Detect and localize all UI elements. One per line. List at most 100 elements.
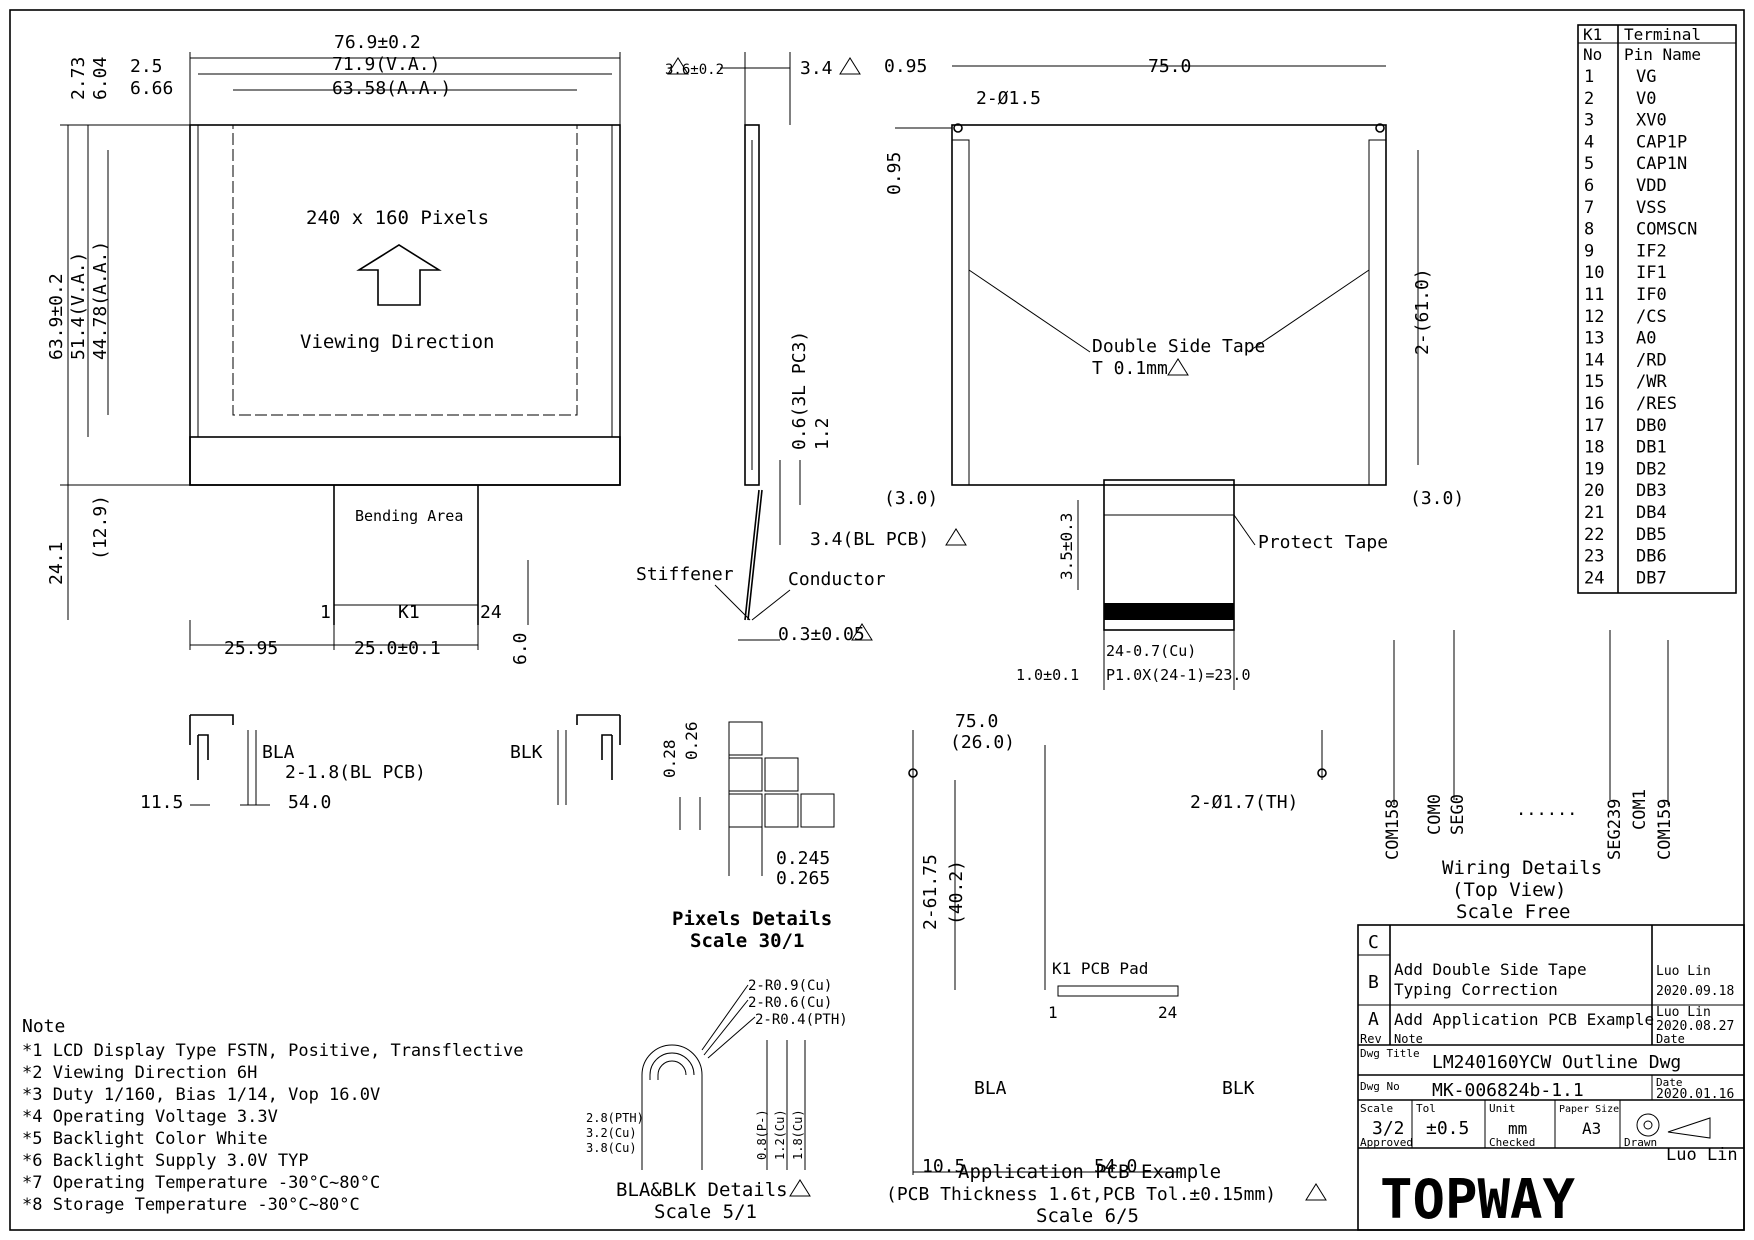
sheet-border <box>9 9 1745 1231</box>
wiring-title: Wiring Details <box>1442 857 1602 879</box>
pin-number: 10 <box>1584 263 1604 283</box>
pin-number: 5 <box>1584 154 1594 174</box>
pin-number: 24 <box>1584 568 1604 588</box>
rev-b-date: 2020.09.18 <box>1656 984 1734 999</box>
note-items: *1 LCD Display Type FSTN, Positive, Tran… <box>22 1041 524 1215</box>
pin-number: 23 <box>1584 547 1604 567</box>
app-dim-hole: 2-Ø1.7(TH) <box>1190 792 1298 813</box>
dim-3-4-bl: 3.4(BL PCB) <box>810 529 929 550</box>
bla-blk-details-title: BLA&BLK Details <box>616 1179 788 1201</box>
unit-value: mm <box>1508 1119 1527 1138</box>
topway-logo: TOPWAY <box>1380 1168 1576 1231</box>
front-view: 76.9±0.2 71.9(V.A.) 63.58(A.A.) 2.5 6.66… <box>46 32 621 665</box>
pin-number: 3 <box>1584 111 1594 131</box>
back-outline <box>951 124 1387 486</box>
app-dim-54: 54.0 <box>1094 1156 1137 1177</box>
pin-name: IF0 <box>1636 285 1667 305</box>
side-view: 3.6±0.2 3.4 0.6(3L PC3) 1.2 3.4(BL PCB) … <box>636 52 967 645</box>
pin-name: /RD <box>1636 350 1667 370</box>
app-dim-26: (26.0) <box>950 732 1015 753</box>
pin-name: DB7 <box>1636 568 1667 588</box>
pin-number: 19 <box>1584 459 1604 479</box>
note-item: *6 Backlight Supply 3.0V TYP <box>22 1151 309 1171</box>
aa-outline <box>232 124 578 416</box>
rev-b-note2: Typing Correction <box>1394 980 1558 999</box>
front-width-outline: 76.9±0.2 <box>334 32 421 53</box>
dwg-no-label: Dwg No <box>1360 1080 1400 1093</box>
pin-name: /CS <box>1636 307 1667 327</box>
viewing-direction-label: Viewing Direction <box>300 331 494 353</box>
pin-name: DB3 <box>1636 481 1667 501</box>
pad-pin24: 24 <box>1158 1003 1177 1022</box>
pixels-label: 240 x 160 Pixels <box>306 207 489 229</box>
pin-name: DB4 <box>1636 503 1667 523</box>
pin-number: 13 <box>1584 329 1604 349</box>
dim-0-26: 0.26 <box>682 721 701 760</box>
rev-b-name: Luo Lin <box>1656 964 1711 979</box>
rev-c: C <box>1368 932 1379 953</box>
app-dim-10-5: 10.5 <box>922 1156 965 1177</box>
blk-label: BLK <box>510 742 543 763</box>
approved-label: Approved <box>1360 1136 1413 1149</box>
pin-number: 16 <box>1584 394 1604 414</box>
k1-pin1: 1 <box>320 602 331 623</box>
dim-12-9: (12.9) <box>90 495 111 560</box>
dim-6-66: 6.66 <box>130 78 173 99</box>
va-outline <box>197 124 613 438</box>
date-label: Date <box>1656 1032 1685 1046</box>
pin-name: DB0 <box>1636 416 1667 436</box>
dim-3-8-cu: 3.8(Cu) <box>586 1141 637 1155</box>
note-item: *5 Backlight Color White <box>22 1129 268 1149</box>
rev-a-note: Add Application PCB Example <box>1394 1010 1654 1029</box>
mount-hole-icon <box>953 123 963 133</box>
pin-number: 12 <box>1584 307 1604 327</box>
double-side-tape-label: Double Side Tape <box>1092 336 1265 357</box>
rev-b-mark-icon <box>945 528 967 546</box>
dim-3-4: 3.4 <box>800 58 833 79</box>
pin-name: XV0 <box>1636 111 1667 131</box>
dim-3-0-left: (3.0) <box>884 488 938 509</box>
rev-a-date: 2020.08.27 <box>1656 1019 1734 1034</box>
pin-name: CAP1N <box>1636 154 1687 174</box>
wiring-view: (Top View) <box>1452 879 1566 901</box>
dim-0-95-h: 0.95 <box>884 56 927 77</box>
pin-number: 6 <box>1584 176 1594 196</box>
side-body <box>744 124 760 486</box>
note-label: Note <box>1394 1032 1423 1046</box>
pin-name: DB5 <box>1636 525 1667 545</box>
pin-number: 22 <box>1584 525 1604 545</box>
dim-3-2-cu: 3.2(Cu) <box>586 1126 637 1140</box>
pin-name: IF2 <box>1636 241 1667 261</box>
backlight-views: BLA BLK 2-1.8(BL PCB) 11.5 54.0 <box>140 714 621 813</box>
note-item: *1 LCD Display Type FSTN, Positive, Tran… <box>22 1041 524 1061</box>
wiring-com159: COM159 <box>1655 799 1675 860</box>
dwg-title: LM240160YCW Outline Dwg <box>1432 1052 1681 1073</box>
dim-3-0-right: (3.0) <box>1410 488 1464 509</box>
dim-1-2: 1.2 <box>812 417 833 450</box>
pin-name: IF1 <box>1636 263 1667 283</box>
front-height-outline: 63.9±0.2 <box>46 273 67 360</box>
k1-label: K1 <box>398 602 420 623</box>
pin-number: 2 <box>1584 89 1594 109</box>
pin-number: 7 <box>1584 198 1594 218</box>
note-item: *7 Operating Temperature -30°C~80°C <box>22 1173 380 1193</box>
dwg-date: 2020.01.16 <box>1656 1087 1734 1102</box>
pin-name: VG <box>1636 67 1656 87</box>
dwg-title-label: Dwg Title <box>1360 1047 1420 1060</box>
dim-r0-9: 2-R0.9(Cu) <box>748 978 832 994</box>
k1-pin24: 24 <box>480 602 502 623</box>
dim-0-6-3l: 0.6(3L PC3) <box>789 331 810 450</box>
dwg-date-label: Date <box>1656 1076 1683 1089</box>
dim-2-61: 2-(61.0) <box>1412 268 1433 355</box>
rev-b-mark-icon <box>667 57 689 75</box>
dim-25-95: 25.95 <box>224 638 278 659</box>
app-dim-61-75: 2-61.75 <box>920 854 941 930</box>
pin-number: 20 <box>1584 481 1604 501</box>
pin-name: CAP1P <box>1636 132 1687 152</box>
rev-b-mark-icon <box>839 57 861 75</box>
bla-label: BLA <box>262 742 295 763</box>
pin-number: 17 <box>1584 416 1604 436</box>
pixel-details-scale: Scale 30/1 <box>690 930 804 952</box>
